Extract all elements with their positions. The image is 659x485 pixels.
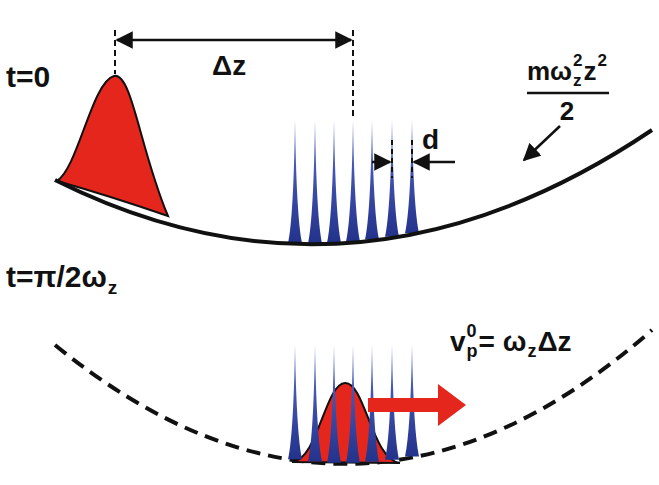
- time-label: t=π/2ω: [6, 262, 107, 292]
- fraction-bar: [527, 92, 609, 95]
- subscript: p: [467, 342, 478, 360]
- lattice-peak: [346, 120, 360, 242]
- lattice-peak: [288, 345, 302, 459]
- extension-line: [352, 30, 354, 118]
- lattice-peak: [288, 120, 302, 243]
- subscript: z: [573, 72, 582, 89]
- extension-line: [114, 30, 116, 74]
- superscript: 2: [598, 52, 607, 69]
- superscript: 0: [467, 322, 477, 340]
- dimension-label: d: [422, 126, 439, 154]
- lattice-peaks: [288, 120, 419, 243]
- subscript: z: [527, 342, 536, 360]
- subscript: z: [108, 278, 118, 297]
- wavepacket: [57, 76, 168, 216]
- formula-text: mω: [527, 58, 572, 84]
- velocity-arrow: [368, 384, 466, 426]
- extension-line: [391, 140, 393, 178]
- velocity-label: v: [450, 328, 466, 356]
- lattice-peak: [385, 120, 399, 237]
- time-label: t=0: [6, 62, 50, 92]
- formula-denominator: 2: [560, 98, 574, 124]
- formula-text: z: [584, 58, 597, 84]
- trap-potential: [55, 130, 652, 244]
- lattice-peak: [405, 120, 419, 233]
- lattice-peak: [327, 345, 341, 463]
- leader-arrow: [524, 126, 560, 160]
- dimension-arrow: [414, 161, 455, 164]
- lattice-peak: [308, 345, 322, 462]
- velocity-label: = ω: [479, 328, 527, 356]
- dimension-line: [117, 39, 351, 42]
- lattice-peak: [308, 120, 322, 243]
- lattice-peak: [327, 120, 341, 243]
- dimension-label: Δz: [212, 52, 246, 80]
- wavepacket: [292, 383, 400, 463]
- lattice-peak: [365, 120, 379, 240]
- dimension-arrow: [372, 161, 390, 164]
- lattice-peak: [346, 345, 360, 463]
- superscript: 2: [573, 52, 582, 69]
- extension-line: [411, 140, 413, 178]
- velocity-label: Δz: [537, 328, 571, 356]
